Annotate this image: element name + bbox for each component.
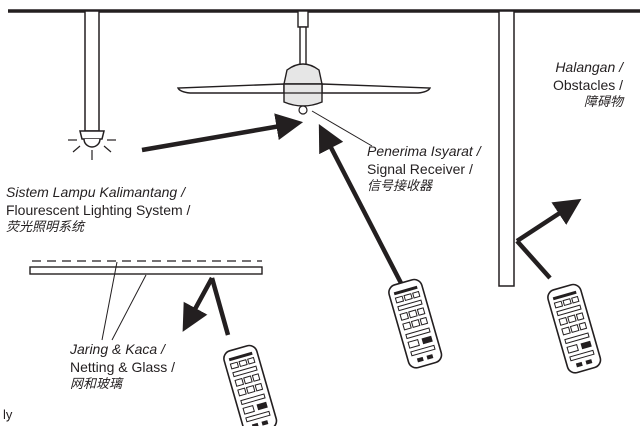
receiver-leader-line: [311, 110, 373, 147]
remote-control-icon: [545, 281, 604, 376]
ceiling-fan-icon: [176, 10, 432, 115]
receiver-label-malay: Penerima Isyarat /: [367, 143, 481, 159]
obstacle-blocked-arrow-incoming: [515, 239, 552, 280]
lighting-system-label: Sistem Lampu Kalimantang / Flourescent L…: [6, 183, 190, 237]
remote-signal-arrow: [318, 124, 404, 287]
netting-glass-panel: [29, 260, 263, 275]
obstacles-label-english: Obstacles /: [553, 77, 624, 93]
receiver-label-english: Signal Receiver /: [367, 161, 473, 177]
receiver-label-chinese: 信号接收器: [367, 179, 433, 194]
netting-glass-label: Jaring & Kaca / Netting & Glass / 网和玻璃: [70, 340, 175, 394]
remote-control-icon: [386, 276, 445, 371]
remote-control-icon: [221, 342, 280, 431]
lighting-label-malay: Sistem Lampu Kalimantang /: [6, 184, 185, 200]
obstacle-pillar: [498, 10, 515, 287]
signal-receiver-label: Penerima Isyarat / Signal Receiver / 信号接…: [367, 142, 481, 196]
obstacle-blocked-arrow-reflected: [515, 198, 582, 243]
footer-fragment-text: ly: [3, 407, 13, 422]
lighting-label-chinese: 荧光照明系统: [6, 220, 85, 235]
netting-label-chinese: 网和玻璃: [70, 377, 123, 392]
netting-label-malay: Jaring & Kaca /: [70, 341, 165, 357]
obstacles-label: Halangan / Obstacles / 障碍物: [553, 58, 623, 112]
obstacles-label-chinese: 障碍物: [584, 95, 624, 110]
obstacles-label-malay: Halangan /: [555, 59, 624, 75]
netting-blocked-arrow-reflected: [182, 276, 214, 332]
netting-leader-line-1: [101, 261, 118, 341]
lighting-label-english: Flourescent Lighting System /: [6, 202, 191, 218]
netting-label-english: Netting & Glass /: [70, 359, 176, 375]
netting-leader-line-2: [111, 274, 147, 341]
netting-blocked-arrow-incoming: [209, 277, 231, 336]
ceiling-lamp-icon: [68, 10, 116, 160]
lamp-interference-arrow: [141, 113, 304, 153]
